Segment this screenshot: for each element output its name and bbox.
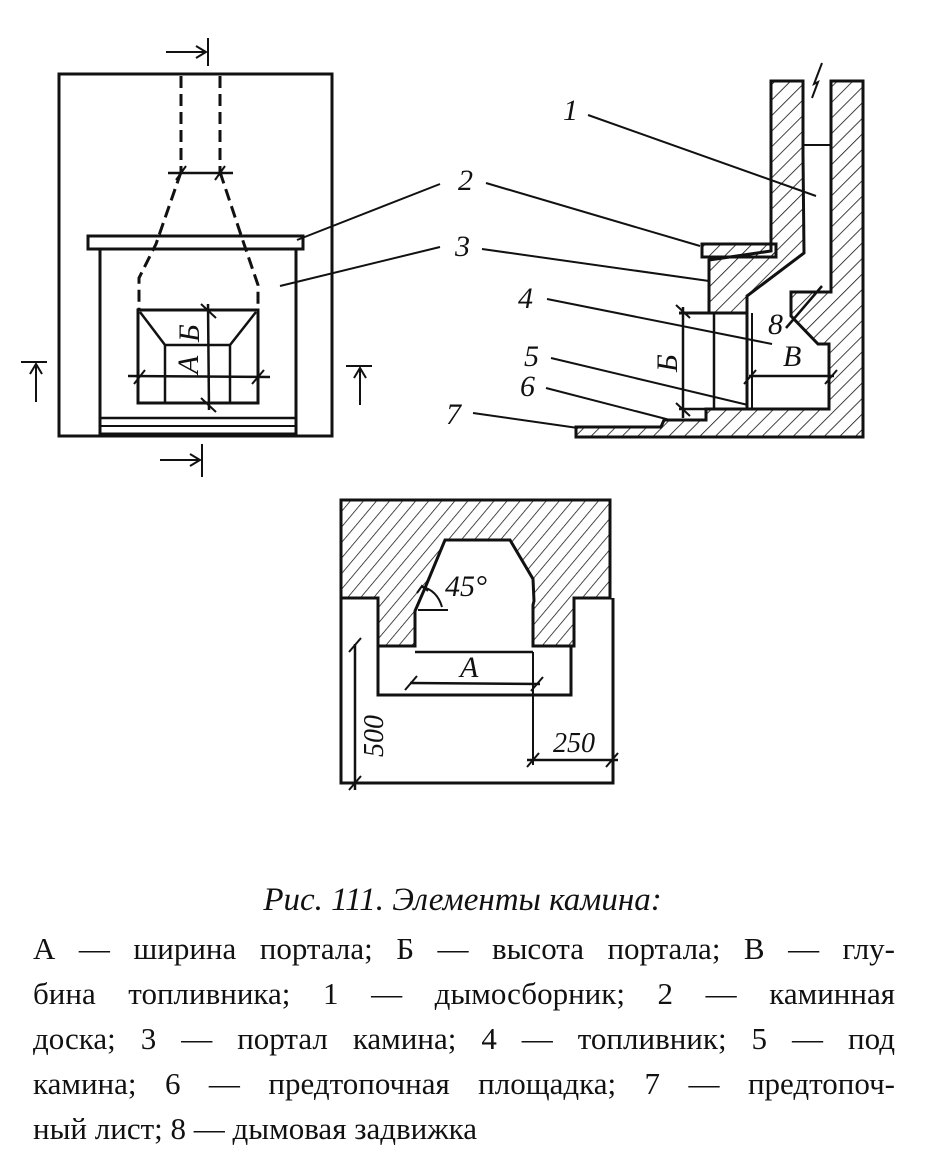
break-line — [811, 62, 823, 99]
caption-line: доска; 3 — портал камина; 4 — топливник;… — [33, 1021, 895, 1056]
caption-line: А — ширина портала; Б — высота портала; … — [33, 931, 895, 966]
label-2: 2 — [458, 164, 473, 197]
section-label-B: Б — [651, 354, 684, 373]
section-arrow-right — [346, 365, 372, 405]
plan-label-A: А — [458, 651, 479, 684]
dim-A-plan — [409, 681, 541, 686]
label-6: 6 — [520, 370, 535, 403]
section-arrow-left — [21, 361, 47, 402]
caption-line: бина топливника; 1 — дымосборник; 2 — ка… — [33, 976, 895, 1011]
front-outline — [57, 72, 334, 438]
label-7: 7 — [446, 398, 463, 431]
label-8: 8 — [768, 308, 783, 341]
portal — [98, 250, 298, 436]
plan-angle-label: 45° — [445, 570, 487, 603]
section-arrow-bottom — [160, 444, 203, 477]
figure-caption-title: Рис. 111. Элементы камина: — [263, 882, 662, 918]
section-arrow-top — [166, 38, 209, 66]
section-mantel — [700, 242, 778, 259]
front-label-A: А — [172, 355, 205, 376]
caption-line: ный лист; 8 — дымовая задвижка — [33, 1111, 477, 1146]
breast-wall — [707, 79, 806, 315]
fireplace-drawing: Б А — [21, 38, 865, 791]
front-label-B: Б — [173, 324, 206, 343]
plan-view — [339, 498, 619, 791]
plan-dim-250: 250 — [553, 728, 595, 759]
section-label-V: В — [783, 340, 801, 373]
firebox-opening — [136, 308, 260, 405]
damper — [785, 285, 823, 329]
leader-lines — [279, 114, 817, 429]
plan-masonry — [339, 498, 612, 648]
figure-caption-body: А — ширина портала; Б — высота портала; … — [33, 926, 895, 1151]
caption-line: камина; 6 — предтопочная площадка; 7 — п… — [33, 1066, 895, 1101]
label-5: 5 — [524, 340, 539, 373]
dim-B-front — [206, 303, 211, 411]
flue-dashed — [137, 76, 260, 310]
label-1: 1 — [563, 94, 578, 127]
mantel-board — [86, 234, 305, 251]
plan-dim-500: 500 — [359, 715, 390, 757]
dim-A-front — [127, 374, 271, 379]
front-view — [21, 38, 372, 477]
side-section — [279, 62, 865, 439]
label-3: 3 — [454, 230, 470, 263]
label-4: 4 — [518, 282, 533, 315]
